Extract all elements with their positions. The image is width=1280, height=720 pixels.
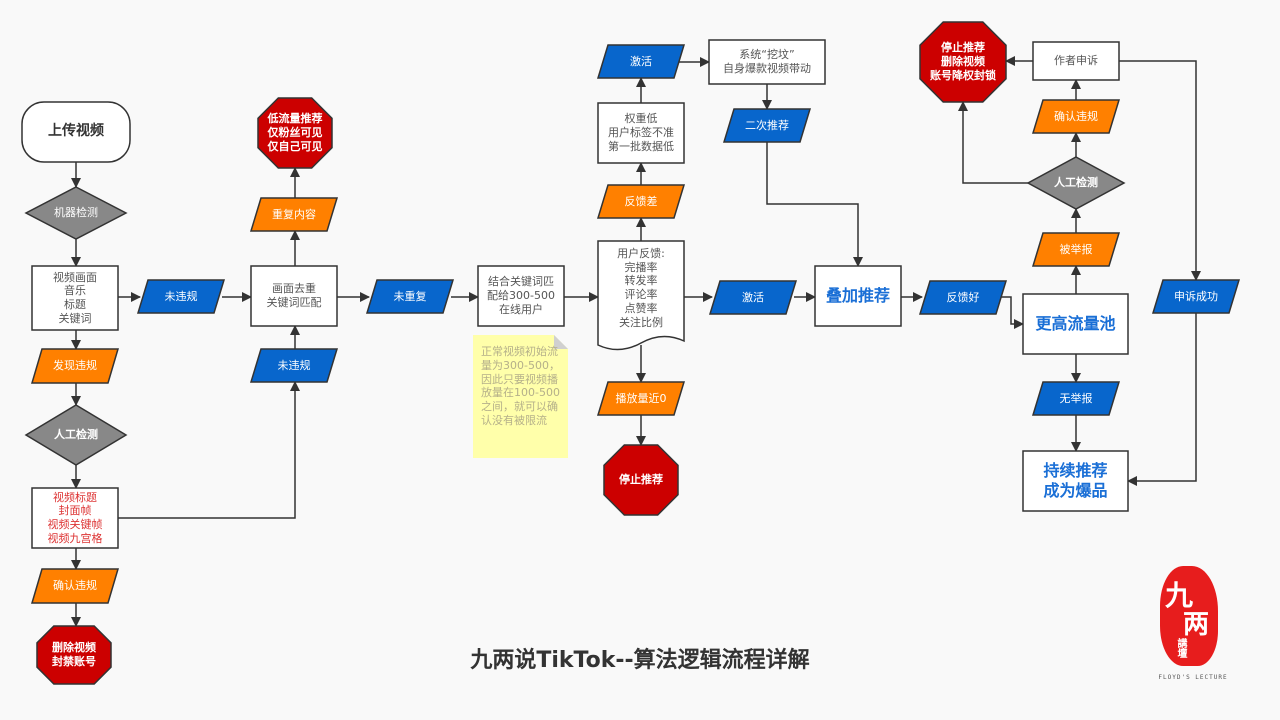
confirm-violation-1-shape — [30, 568, 120, 604]
note-fold — [554, 335, 568, 349]
delete-ban-shape — [36, 625, 112, 685]
logo-small-text: 講壇 — [1175, 638, 1186, 658]
penalty-shape — [919, 21, 1007, 103]
appeal-success-to-viral-arrow — [1127, 313, 1197, 486]
appeal-to-appeal-success-arrow — [1119, 60, 1201, 281]
good-feedback-to-higher-pool-arrow — [1001, 296, 1024, 329]
manual-check-to-penalty-arrow — [958, 101, 1028, 184]
dig-tomb-shape — [708, 39, 826, 85]
second-rec-shape — [722, 108, 812, 143]
manual-check-2-shape — [1026, 156, 1126, 210]
not-duplicate-shape — [365, 279, 455, 314]
found-violation-shape — [30, 348, 120, 384]
logo-caption: FLOYD'S LECTURE — [1158, 674, 1228, 681]
no-violation-2-shape — [249, 348, 339, 383]
good-feedback-shape — [918, 280, 1008, 315]
second-rec-to-stack-arrow — [766, 142, 863, 267]
author-appeal-shape — [1032, 41, 1120, 81]
duplicate-shape — [249, 197, 339, 232]
manual-check-1-shape — [24, 404, 128, 466]
dedup-shape — [250, 265, 338, 327]
upload-shape — [21, 101, 131, 163]
near-zero-shape — [596, 381, 686, 416]
no-report-shape — [1031, 381, 1121, 416]
higher-pool-shape — [1022, 293, 1129, 355]
stop-rec-shape — [603, 444, 679, 516]
match-users-shape — [477, 265, 565, 327]
activate-2-shape — [708, 280, 798, 315]
logo-seal — [1160, 566, 1218, 666]
manual-items-to-no-violation-arrow — [118, 381, 300, 519]
low-weight-shape — [597, 102, 685, 164]
reported-shape — [1031, 232, 1121, 267]
note-shape — [473, 335, 568, 458]
bad-feedback-shape — [596, 184, 686, 219]
no-violation-1-shape — [136, 279, 226, 314]
viral-shape — [1022, 450, 1129, 512]
stack-rec-shape — [814, 265, 902, 327]
confirm-violation-2-shape — [1031, 99, 1121, 134]
machine-items-shape — [31, 265, 119, 331]
user-feedback-shape — [597, 240, 685, 351]
logo-char-1: 九 — [1165, 579, 1194, 612]
appeal-success-shape — [1151, 279, 1241, 314]
floyds-lecture-logo: 九 两 講壇 FLOYD'S LECTURE — [1155, 566, 1235, 686]
logo-char-2: 两 — [1183, 610, 1210, 640]
low-traffic-shape — [257, 97, 333, 169]
manual-items-shape — [31, 487, 119, 549]
machine-check-shape — [24, 186, 128, 240]
diagram-title: 九两说TikTok--算法逻辑流程详解 — [470, 648, 810, 673]
activate-1-shape — [596, 44, 686, 79]
